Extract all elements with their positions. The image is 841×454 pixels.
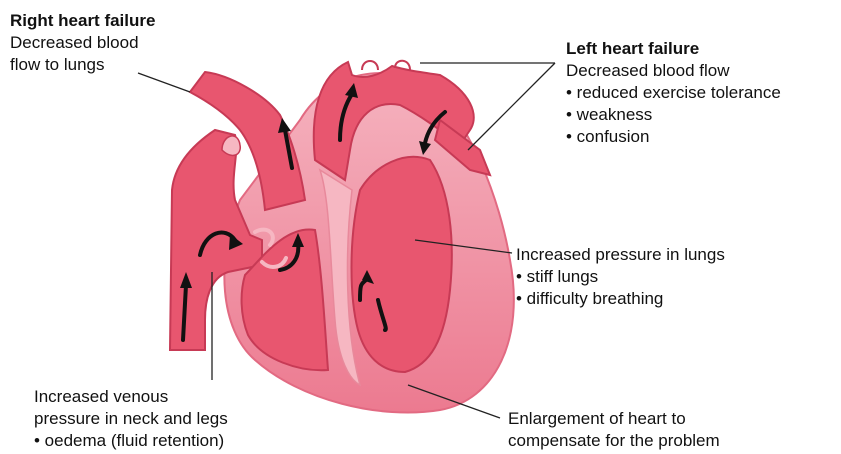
venous-pressure-label: Increased venous pressure in neck and le… [34, 386, 228, 452]
venous-pressure-bullet: • oedema (fluid retention) [34, 430, 228, 452]
enlargement-line2: compensate for the problem [508, 430, 720, 452]
venous-pressure-line1: Increased venous [34, 386, 228, 408]
right-heart-failure-line1: Decreased blood [10, 32, 155, 54]
lungs-pressure-bullet-1: • stiff lungs [516, 266, 725, 288]
left-heart-failure-label: Left heart failure Decreased blood flow … [566, 38, 781, 148]
left-ventricle [352, 157, 452, 372]
enlargement-label: Enlargement of heart to compensate for t… [508, 408, 720, 452]
enlargement-line1: Enlargement of heart to [508, 408, 720, 430]
right-heart-failure-line2: flow to lungs [10, 54, 155, 76]
venous-pressure-line2: pressure in neck and legs [34, 408, 228, 430]
leader-left-failure-lower [468, 63, 555, 150]
left-heart-failure-bullet-1: • reduced exercise tolerance [566, 82, 781, 104]
lungs-pressure-line1: Increased pressure in lungs [516, 244, 725, 266]
left-heart-failure-bullet-2: • weakness [566, 104, 781, 126]
right-heart-failure-label: Right heart failure Decreased blood flow… [10, 10, 155, 76]
right-heart-failure-title: Right heart failure [10, 10, 155, 32]
left-heart-failure-line1: Decreased blood flow [566, 60, 781, 82]
left-heart-failure-title: Left heart failure [566, 38, 781, 60]
left-heart-failure-bullet-3: • confusion [566, 126, 781, 148]
lungs-pressure-bullet-2: • difficulty breathing [516, 288, 725, 310]
lungs-pressure-label: Increased pressure in lungs • stiff lung… [516, 244, 725, 310]
